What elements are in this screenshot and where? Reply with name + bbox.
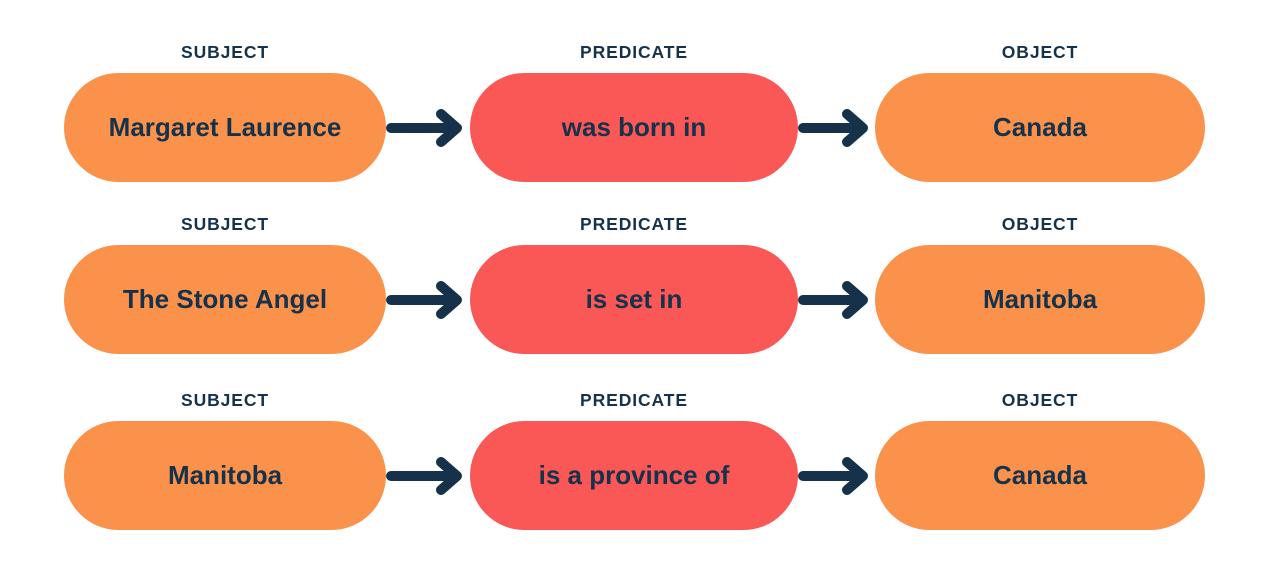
object-pill[interactable]: Manitoba <box>875 245 1205 354</box>
subject-text: The Stone Angel <box>122 284 328 315</box>
predicate-node[interactable]: PREDICATE is set in <box>470 213 798 354</box>
predicate-label: PREDICATE <box>580 389 688 410</box>
object-node[interactable]: OBJECT Canada <box>875 389 1205 530</box>
subject-text: Margaret Laurence <box>108 112 342 143</box>
object-node[interactable]: OBJECT Manitoba <box>875 213 1205 354</box>
object-label: OBJECT <box>1001 389 1079 410</box>
arrow-right-icon <box>386 73 470 182</box>
arrow-right-icon <box>386 245 470 354</box>
subject-pill[interactable]: Manitoba <box>64 421 386 530</box>
object-text: Manitoba <box>982 284 1098 315</box>
subject-label: SUBJECT <box>181 389 269 410</box>
predicate-label: PREDICATE <box>580 213 688 234</box>
predicate-label: PREDICATE <box>580 41 688 62</box>
predicate-text: is set in <box>585 284 683 315</box>
triple-row: SUBJECT Manitoba PREDICATE is a province… <box>0 390 1271 530</box>
predicate-text: is a province of <box>538 460 730 491</box>
object-node[interactable]: OBJECT Canada <box>875 41 1205 182</box>
object-pill[interactable]: Canada <box>875 421 1205 530</box>
object-text: Canada <box>993 460 1087 491</box>
subject-label: SUBJECT <box>181 213 269 234</box>
object-pill[interactable]: Canada <box>875 73 1205 182</box>
subject-node[interactable]: SUBJECT The Stone Angel <box>64 213 386 354</box>
subject-pill[interactable]: Margaret Laurence <box>64 73 386 182</box>
predicate-pill[interactable]: is a province of <box>470 421 798 530</box>
subject-label: SUBJECT <box>181 41 269 62</box>
object-label: OBJECT <box>1001 41 1079 62</box>
triple-row: SUBJECT The Stone Angel PREDICATE is set… <box>0 214 1271 354</box>
triple-row: SUBJECT Margaret Laurence PREDICATE was … <box>0 42 1271 182</box>
arrow-right-icon <box>386 421 470 530</box>
arrow-right-icon <box>797 421 875 530</box>
object-label: OBJECT <box>1001 213 1079 234</box>
predicate-pill[interactable]: was born in <box>470 73 798 182</box>
subject-node[interactable]: SUBJECT Margaret Laurence <box>64 41 386 182</box>
predicate-node[interactable]: PREDICATE was born in <box>470 41 798 182</box>
predicate-node[interactable]: PREDICATE is a province of <box>470 389 798 530</box>
subject-pill[interactable]: The Stone Angel <box>64 245 386 354</box>
arrow-right-icon <box>797 73 875 182</box>
arrow-right-icon <box>797 245 875 354</box>
object-text: Canada <box>993 112 1087 143</box>
predicate-pill[interactable]: is set in <box>470 245 798 354</box>
subject-node[interactable]: SUBJECT Manitoba <box>64 389 386 530</box>
subject-text: Manitoba <box>167 460 283 491</box>
predicate-text: was born in <box>561 112 707 143</box>
